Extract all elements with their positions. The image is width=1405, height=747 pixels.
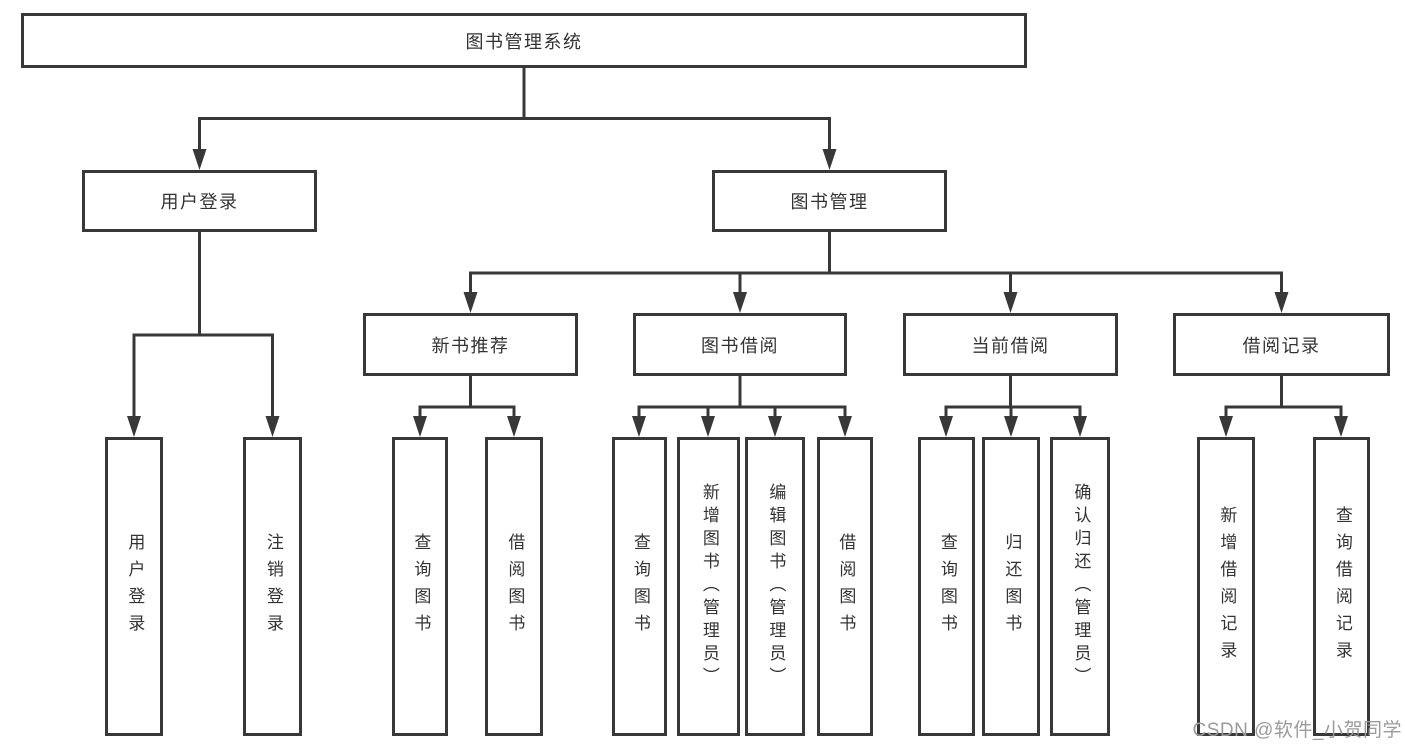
leaf-current-query-book-label: 查询图书 bbox=[937, 532, 957, 641]
leaf-current-query-book: 查询图书 bbox=[918, 437, 975, 736]
node-current-borrow-label: 当前借阅 bbox=[971, 335, 1050, 356]
arrowhead-icons bbox=[127, 149, 1348, 437]
node-new-book-recommend: 新书推荐 bbox=[363, 313, 578, 376]
node-borrow-records: 借阅记录 bbox=[1173, 313, 1390, 376]
node-book-borrow: 图书借阅 bbox=[633, 313, 847, 376]
leaf-records-add-record-label: 新增借阅记录 bbox=[1217, 505, 1237, 668]
leaf-borrow-query-book-label: 查询图书 bbox=[630, 532, 650, 641]
leaf-borrow-borrow-book-label: 借阅图书 bbox=[836, 532, 856, 641]
node-book-management: 图书管理 bbox=[712, 170, 947, 232]
leaf-records-add-record: 新增借阅记录 bbox=[1197, 437, 1255, 736]
leaf-logout-label: 注销登录 bbox=[263, 532, 283, 641]
leaf-recommend-query-book-label: 查询图书 bbox=[411, 532, 431, 641]
node-user-login: 用户登录 bbox=[82, 170, 317, 232]
node-book-borrow-label: 图书借阅 bbox=[701, 335, 779, 356]
leaf-borrow-borrow-book: 借阅图书 bbox=[817, 437, 873, 736]
node-book-management-label: 图书管理 bbox=[790, 192, 869, 212]
leaf-borrow-add-book-admin: 新增图书（管理员） bbox=[677, 437, 740, 736]
node-new-book-recommend-label: 新书推荐 bbox=[431, 335, 510, 356]
leaf-user-login-label: 用户登录 bbox=[125, 532, 145, 641]
node-root-label: 图书管理系统 bbox=[465, 31, 583, 52]
node-borrow-records-label: 借阅记录 bbox=[1242, 335, 1321, 356]
leaf-records-query-record: 查询借阅记录 bbox=[1313, 437, 1370, 736]
leaf-borrow-query-book: 查询图书 bbox=[612, 437, 667, 736]
leaf-recommend-borrow-book: 借阅图书 bbox=[485, 437, 543, 736]
csdn-watermark: CSDN @软件_小贺同学 bbox=[1192, 720, 1402, 741]
leaf-user-login: 用户登录 bbox=[105, 437, 163, 736]
leaf-current-confirm-return-admin: 确认归还（管理员） bbox=[1050, 437, 1110, 736]
node-root-system: 图书管理系统 bbox=[21, 13, 1027, 68]
node-current-borrow: 当前借阅 bbox=[903, 313, 1118, 376]
leaf-current-confirm-return-admin-label: 确认归还（管理员） bbox=[1071, 483, 1091, 690]
leaf-logout: 注销登录 bbox=[243, 437, 302, 736]
leaf-borrow-edit-book-admin: 编辑图书（管理员） bbox=[745, 437, 805, 736]
leaf-current-return-book: 归还图书 bbox=[982, 437, 1040, 736]
leaf-borrow-add-book-admin-label: 新增图书（管理员） bbox=[699, 483, 719, 690]
connector-lines bbox=[132, 68, 1343, 423]
leaf-recommend-borrow-book-label: 借阅图书 bbox=[505, 532, 525, 641]
leaf-borrow-edit-book-admin-label: 编辑图书（管理员） bbox=[766, 483, 786, 690]
leaf-recommend-query-book: 查询图书 bbox=[392, 437, 448, 736]
leaf-current-return-book-label: 归还图书 bbox=[1002, 532, 1022, 641]
node-user-login-label: 用户登录 bbox=[160, 192, 239, 212]
leaf-records-query-record-label: 查询借阅记录 bbox=[1332, 505, 1352, 668]
